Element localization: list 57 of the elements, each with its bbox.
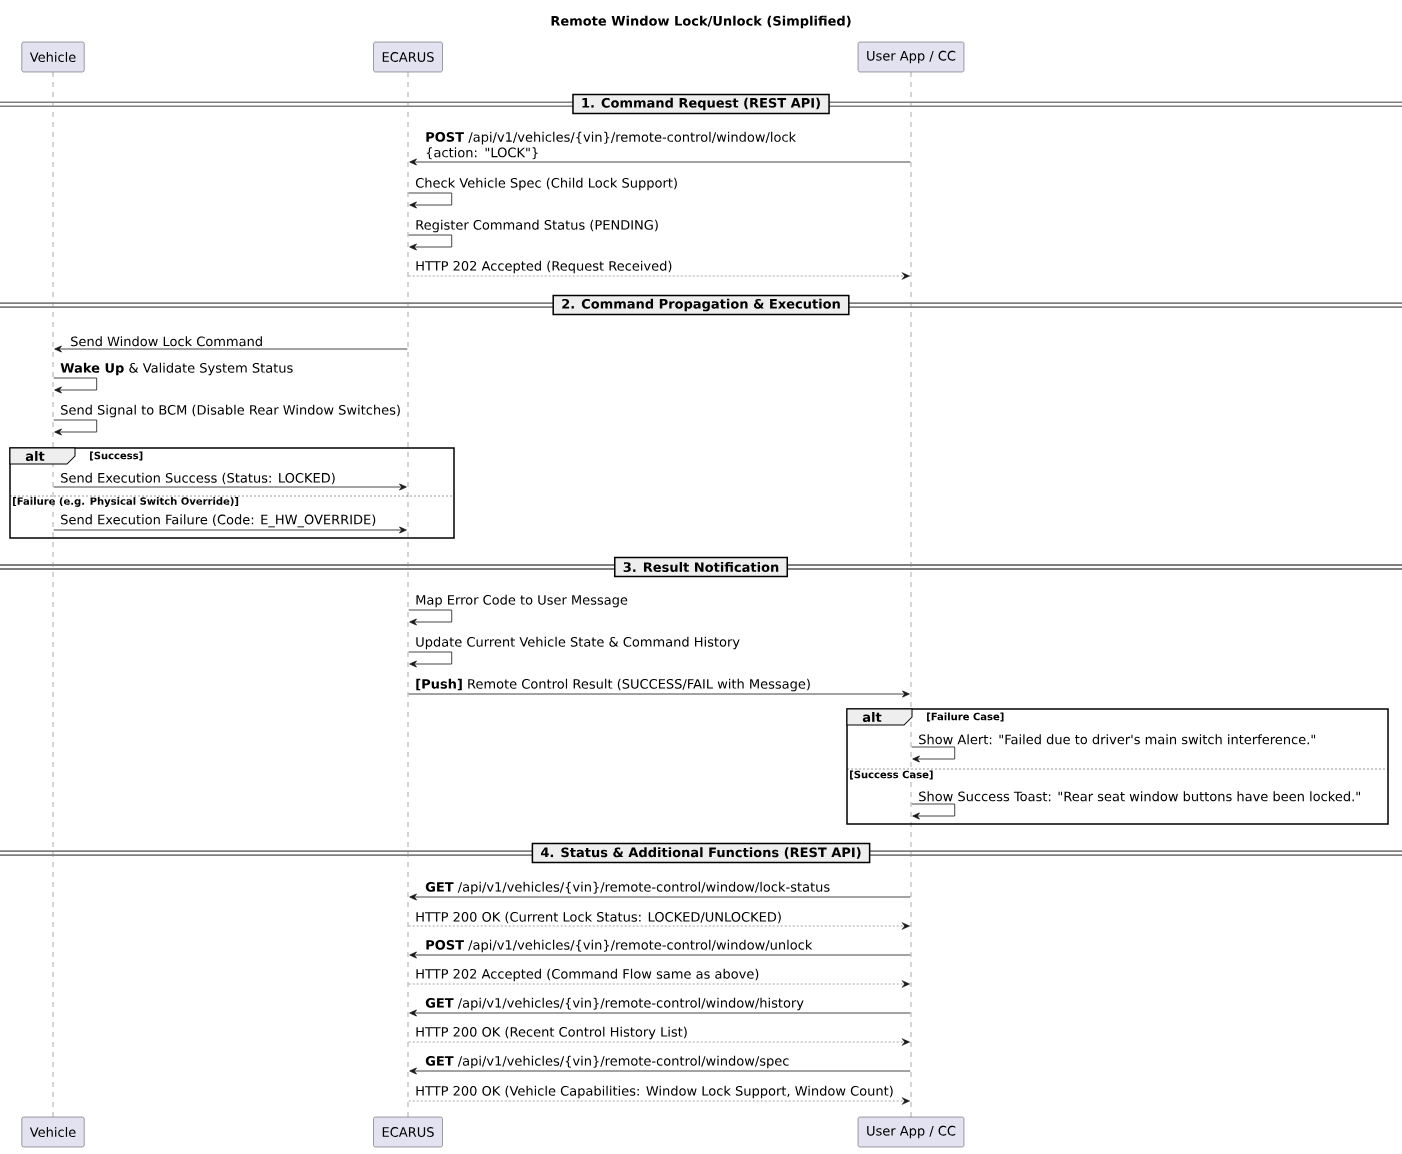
edge-label: Send Execution Failure (Code: E_HW_OVERRIDE): [61, 514, 376, 528]
guard-label: [Success Case]: [850, 770, 933, 780]
edge-label: Send Window Lock Command: [71, 336, 262, 347]
message-arrow: [54, 345, 408, 353]
edge-label: Send Execution Success (Status: LOCKED): [61, 472, 335, 485]
fragment-tab: alt: [9, 447, 76, 465]
participant-box: User App / CC: [857, 41, 965, 73]
edge-label: Send Signal to BCM (Disable Rear Window Switches): [61, 404, 400, 418]
message-arrow: [408, 1097, 911, 1105]
participant-box: ECARUS: [373, 1116, 443, 1148]
message-arrow: [409, 1067, 911, 1075]
message-arrow: [409, 1009, 911, 1017]
message-arrow: [53, 526, 407, 534]
title: Remote Window Lock/Unlock (Simplified): [551, 15, 851, 29]
message-arrow: [408, 272, 911, 280]
edge-label: Update Current Vehicle State & Command History: [416, 636, 740, 650]
edge-label: [Push] Remote Control Result (SUCCESS/FAIL with Message): [416, 678, 810, 692]
message-arrow: [53, 483, 407, 491]
self-message-arrow: [408, 192, 453, 209]
self-message-arrow: [408, 609, 453, 626]
guard-label: [Failure (e.g. Physical Switch Override)]: [13, 497, 239, 507]
self-message-arrow: [911, 803, 956, 820]
self-message-arrow: [911, 746, 956, 763]
edge-label: GET /api/v1/vehicles/{vin}/remote-control/window/history: [425, 997, 804, 1011]
edge-label: POST /api/v1/vehicles/{vin}/remote-control/window/unlock: [426, 939, 813, 953]
fragment-tab: alt: [846, 708, 913, 726]
self-message-arrow: [53, 419, 98, 436]
message-arrow: [409, 893, 911, 901]
edge-label: GET /api/v1/vehicles/{vin}/remote-control/window/spec: [425, 1055, 789, 1069]
edge-label: HTTP 200 OK (Vehicle Capabilities: Window Lock Support, Window Count): [416, 1085, 893, 1099]
edge-label: HTTP 202 Accepted (Command Flow same as above): [416, 968, 759, 982]
guard-label: [Failure Case]: [927, 712, 1004, 722]
message-arrow: [409, 951, 911, 959]
guard-label: [Success]: [90, 451, 143, 461]
edge-label: POST /api/v1/vehicles/{vin}/remote-control/window/lock {action: "LOCK"}: [426, 131, 797, 160]
edge-label: Show Alert: "Failed due to driver's main switch interference.": [919, 734, 1316, 745]
participant-box: ECARUS: [373, 41, 443, 73]
edge-label: Check Vehicle Spec (Child Lock Support): [415, 177, 677, 191]
message-arrow: [408, 980, 911, 988]
edge-label: Show Success Toast: "Rear seat window buttons have been locked.": [919, 791, 1360, 802]
participant-box: Vehicle: [21, 41, 85, 73]
message-arrow: [408, 922, 911, 930]
edge-label: GET /api/v1/vehicles/{vin}/remote-control/window/lock-status: [425, 881, 830, 895]
edge-label: HTTP 200 OK (Current Lock Status: LOCKED/UNLOCKED): [416, 911, 781, 924]
message-arrow: [408, 1038, 911, 1046]
self-message-arrow: [408, 234, 453, 251]
self-message-arrow: [408, 651, 453, 668]
message-arrow: [408, 690, 910, 698]
self-message-arrow: [53, 377, 98, 394]
edge-label: Map Error Code to User Message: [416, 594, 628, 608]
participant-box: Vehicle: [21, 1116, 85, 1148]
edge-label: Wake Up & Validate System Status: [60, 362, 293, 376]
message-arrow: [409, 158, 911, 166]
edge-label: HTTP 200 OK (Recent Control History List): [416, 1026, 687, 1040]
participant-box: User App / CC: [857, 1116, 965, 1148]
edge-label: Register Command Status (PENDING): [416, 219, 658, 233]
edge-label: HTTP 202 Accepted (Request Received): [416, 260, 672, 274]
